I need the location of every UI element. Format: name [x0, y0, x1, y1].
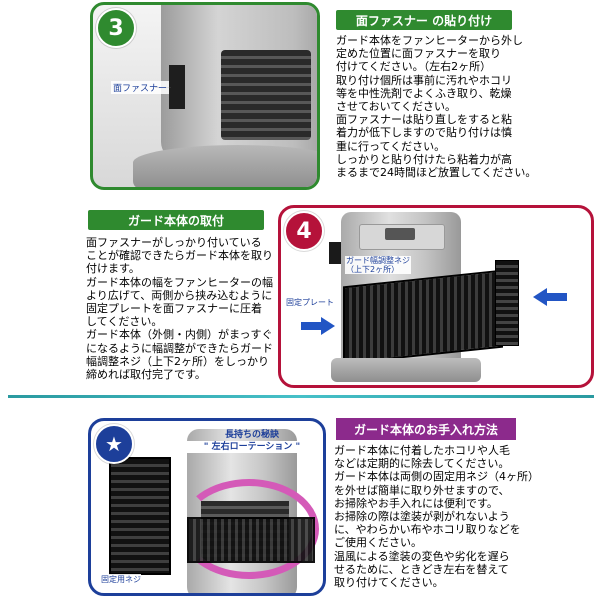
heater-base	[331, 358, 481, 382]
section-divider	[8, 395, 594, 398]
fixing-plate-label: 固定プレート	[285, 298, 335, 307]
heater-base	[133, 145, 317, 187]
arrow-right-icon	[321, 317, 335, 335]
arrow-left-icon	[533, 288, 547, 306]
step-3-badge: 3	[96, 8, 136, 48]
step-4-title: ガード本体の取付	[88, 210, 264, 230]
step-3-image: 面ファスナー	[90, 2, 320, 190]
step-4-text: 面ファスナーがしっかり付いている ことが確認できたらガード本体を取り 付けます。…	[86, 236, 273, 382]
guard-front	[187, 517, 315, 563]
adjust-screw-label: ガード幅調整ネジ （上下2ヶ所）	[345, 256, 411, 274]
rotation-title: 長持ちの秘訣	[224, 430, 279, 440]
guard-side	[495, 260, 519, 346]
care-title: ガード本体のお手入れ方法	[336, 418, 516, 440]
rotation-arrow-icon	[179, 479, 319, 579]
guard-bracket	[329, 242, 341, 264]
arrow-left-shaft	[547, 293, 567, 301]
fixing-screw-label: 固定用ネジ	[101, 574, 141, 585]
star-badge-icon: ★	[94, 424, 134, 464]
care-text: ガード本体に付着したホコリや人毛 などは定期的に除去してください。 ガード本体は…	[334, 444, 539, 590]
fastener-patch	[169, 65, 185, 109]
step-3-title: 面ファスナー の貼り付け	[336, 10, 512, 30]
guard-front	[343, 269, 503, 365]
fastener-label: 面ファスナー	[111, 81, 170, 94]
step-4-badge: 4	[284, 211, 324, 251]
step-3-text: ガード本体をファンヒーターから外し 定めた位置に面ファスナーを取り 付けてくださ…	[336, 34, 537, 180]
rotation-subtitle: " 左右ローテーション "	[187, 441, 317, 453]
heater-display	[385, 228, 415, 240]
guard-side	[109, 457, 171, 575]
rotation-callout: 長持ちの秘訣 " 左右ローテーション "	[187, 429, 317, 453]
heater-grille	[221, 50, 311, 140]
arrow-right-shaft	[301, 322, 321, 330]
step-4-image: ガード幅調整ネジ （上下2ヶ所） 固定プレート	[278, 205, 594, 388]
